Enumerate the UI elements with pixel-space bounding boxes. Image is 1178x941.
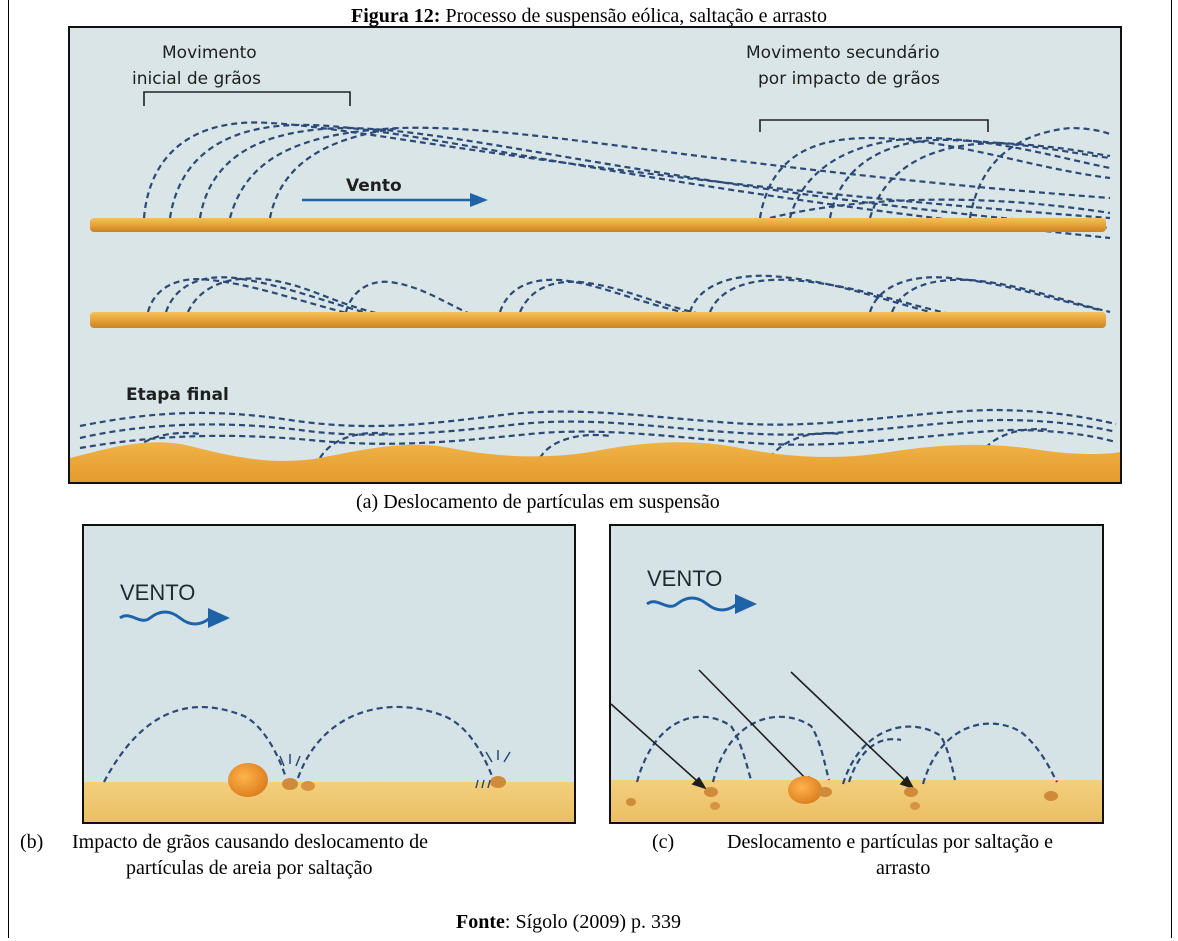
sand-ground-c: [611, 780, 1102, 822]
figure-frame: [8, 0, 1172, 938]
grain-c-7: [626, 798, 636, 806]
panel-b-illustration: VENTO: [84, 526, 574, 822]
grain-c-2: [710, 802, 720, 810]
grain-2: [301, 781, 315, 791]
grain-c-6: [1044, 791, 1058, 801]
wind-label-c: VENTO: [647, 566, 722, 591]
trajectories-middle: [146, 274, 1111, 316]
ground-rod-middle: [90, 312, 1106, 328]
figure-number: Figura 12:: [351, 5, 441, 27]
wind-arrow-b: [119, 608, 230, 628]
figure-title: Figura 12: Processo de suspensão eólica,…: [0, 4, 1178, 28]
caption-c-line1: Deslocamento e partículas por saltação e: [727, 831, 1053, 853]
bracket-secondary: [759, 119, 989, 132]
grain-c-1: [704, 787, 718, 797]
sand-ground-b: [84, 782, 574, 822]
label-initial-line1: Movimento: [162, 43, 257, 63]
wind-arrow-c: [646, 594, 757, 614]
source-line: Fonte: Sígolo (2009) p. 339: [456, 910, 681, 934]
grain-c-5: [910, 802, 920, 810]
panel-a-illustration: Movimento inicial de grãos Movimento sec…: [70, 28, 1120, 482]
trajectories-final: [79, 408, 1117, 459]
wind-label: Vento: [346, 176, 402, 196]
caption-c-line2: arrasto: [876, 857, 931, 879]
source-text: : Sígolo (2009) p. 339: [504, 911, 682, 933]
wind-arrow: [302, 193, 488, 207]
caption-b-line1: Impacto de grãos causando deslocamento d…: [72, 831, 428, 853]
source-label: Fonte: [456, 911, 505, 933]
saltation-path-b: [103, 705, 494, 783]
grain-3: [490, 776, 506, 788]
bracket-initial: [143, 91, 351, 106]
panel-a-image: Movimento inicial de grãos Movimento sec…: [68, 26, 1122, 484]
final-stage-label: Etapa final: [126, 385, 229, 405]
caption-b-line2: partículas de areia por saltação: [126, 857, 373, 879]
trajectories-top: [142, 121, 1111, 240]
grain-c-4: [904, 787, 918, 797]
caption-b-letter: (b): [20, 831, 44, 853]
label-secondary-line2: por impacto de grãos: [758, 69, 940, 89]
panel-c-image: VENTO: [609, 524, 1104, 824]
figure-title-text: Processo de suspensão eólica, saltação e…: [440, 5, 827, 27]
impact-marks-b: [279, 750, 511, 789]
grain-1: [282, 778, 298, 790]
label-initial-line2: inicial de grãos: [132, 69, 261, 89]
large-rock: [228, 763, 268, 797]
large-rock-c: [788, 776, 822, 804]
panel-b-image: VENTO: [82, 524, 576, 824]
grain-c-3: [818, 787, 832, 797]
ground-rod-top: [90, 218, 1106, 232]
label-secondary-line1: Movimento secundário: [746, 43, 940, 63]
caption-c-letter: (c): [652, 831, 675, 853]
caption-a: (a) Deslocamento de partículas em suspen…: [356, 491, 720, 513]
wind-label-b: VENTO: [120, 580, 195, 605]
sand-dunes: [70, 442, 1120, 482]
panel-c-illustration: VENTO: [611, 526, 1102, 822]
